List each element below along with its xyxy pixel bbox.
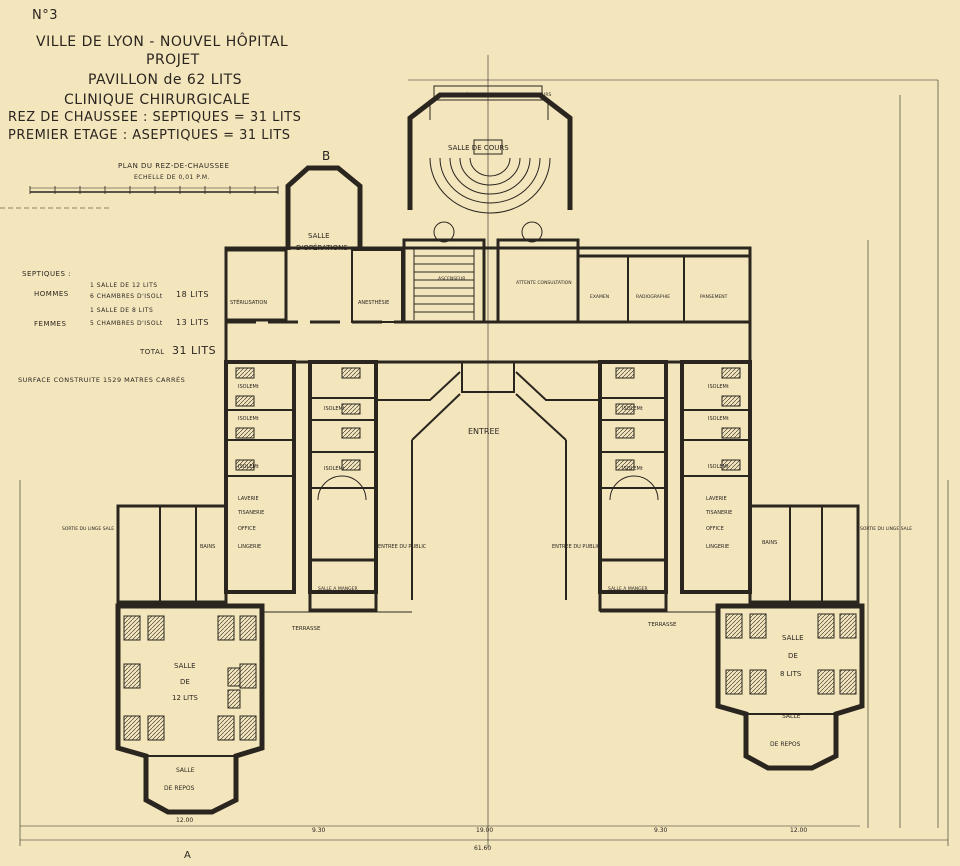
label-sortie-linge-left: SORTIE DU LINGE SALE bbox=[62, 526, 114, 532]
entrance-porch bbox=[411, 361, 567, 600]
label-repos-left-2: DE REPOS bbox=[164, 785, 195, 792]
label-isolement-2: ISOLEMt bbox=[238, 416, 259, 422]
dimension-lines bbox=[19, 79, 949, 846]
label-isolement-7: ISOLEMt bbox=[708, 416, 729, 422]
label-salle12-3: 12 LITS bbox=[172, 694, 198, 702]
legend-femmes: FEMMES bbox=[34, 320, 67, 328]
label-terrasse-right: TERRASSE bbox=[647, 622, 677, 628]
scale-caption: ECHELLE DE 0,01 P.M. bbox=[134, 174, 210, 181]
label-tisanerie-right: TISANERIE bbox=[705, 510, 732, 516]
label-examen: EXAMEN bbox=[590, 294, 609, 300]
label-terrasse-left: TERRASSE bbox=[291, 626, 321, 632]
legend-header: SEPTIQUES : bbox=[22, 270, 72, 278]
section-mark-a: A bbox=[184, 850, 191, 861]
scale-bar bbox=[29, 186, 279, 194]
label-salle12-2: DE bbox=[180, 678, 190, 686]
bottom-dimensions: 12.00 9.30 19.00 9.30 12.00 61.60 bbox=[176, 817, 807, 852]
legend-hommes: HOMMES bbox=[34, 290, 69, 298]
title-line-5: REZ DE CHAUSSEE : SEPTIQUES = 31 LITS bbox=[8, 110, 302, 125]
label-isolement-10: ISOLEMt bbox=[622, 466, 643, 472]
label-isolement-5: ISOLEMt bbox=[324, 466, 345, 472]
dim-seg-3: 19.00 bbox=[476, 827, 493, 834]
label-salle8-3: 8 LITS bbox=[780, 670, 802, 678]
dim-seg-4: 9.30 bbox=[654, 827, 668, 834]
legend-hommes-row1: 1 SALLE DE 12 LITS bbox=[90, 282, 158, 289]
legend-femmes-total: 13 LITS bbox=[176, 318, 210, 327]
label-salle-operations-1: SALLE bbox=[308, 232, 330, 240]
label-isolement-4: ISOLEMt bbox=[324, 406, 345, 412]
label-lingerie-right: LINGERIE bbox=[706, 544, 729, 550]
label-pansement: PANSEMENT bbox=[700, 294, 728, 300]
sheet-number: N°3 bbox=[32, 8, 58, 23]
label-entree-public-right: ENTREE DU PUBLIC bbox=[552, 544, 601, 550]
legend-hommes-total: 18 LITS bbox=[176, 290, 210, 299]
left-service-block bbox=[116, 504, 378, 612]
title-line-4: CLINIQUE CHIRURGICALE bbox=[64, 92, 251, 108]
label-lavabos: LAVABOS DÉPENDANCES DE LA SALLE DE COURS bbox=[440, 90, 551, 98]
ward-12-bed-icons bbox=[123, 615, 257, 741]
label-tisanerie-left: TISANERIE bbox=[237, 510, 264, 516]
label-sterilisation: STÉRILISATION bbox=[230, 298, 267, 306]
label-salle-operations-2: D'OPÉRATIONS bbox=[296, 243, 348, 252]
label-laverie-left: LAVERIE bbox=[238, 496, 259, 502]
label-repos-right-1: SALLE bbox=[782, 713, 801, 720]
label-manger-left: SALLE A MANGER bbox=[318, 586, 358, 592]
right-service-block bbox=[598, 504, 860, 612]
legend-surface: SURFACE CONSTRUITE 1529 MATRES CARRÉS bbox=[18, 376, 186, 384]
label-isolement-8: ISOLEMt bbox=[708, 464, 729, 470]
ward-8-beds bbox=[715, 603, 865, 771]
title-line-6: PREMIER ETAGE : ASEPTIQUES = 31 LITS bbox=[8, 128, 291, 143]
label-repos-right-2: DE REPOS bbox=[770, 741, 801, 748]
label-bains-right: BAINS bbox=[762, 540, 777, 546]
dim-seg-5: 12.00 bbox=[790, 827, 807, 834]
left-wing bbox=[224, 360, 461, 594]
label-entree-public-left: ENTREE DU PUBLIC bbox=[378, 544, 427, 550]
legend-total-value: 31 LITS bbox=[172, 344, 217, 357]
right-wing bbox=[515, 360, 752, 594]
label-salle8-1: SALLE bbox=[782, 634, 804, 642]
dim-seg-1: 12.00 bbox=[176, 817, 193, 824]
label-isolement-3: ISOLEMt bbox=[238, 464, 259, 470]
legend-femmes-row1: 1 SALLE DE 8 LITS bbox=[90, 307, 154, 314]
title-line-1: VILLE DE LYON - NOUVEL HÔPITAL bbox=[36, 34, 289, 50]
plan-caption: PLAN DU REZ-DE-CHAUSSEE bbox=[118, 162, 230, 170]
label-isolement-1: ISOLEMt bbox=[238, 384, 259, 390]
label-entree: ENTREE bbox=[468, 427, 500, 436]
label-office-right: OFFICE bbox=[706, 526, 724, 532]
label-office-left: OFFICE bbox=[238, 526, 256, 532]
label-anesthesie: ANESTHÉSIE bbox=[358, 298, 389, 306]
title-line-2: PROJET bbox=[146, 52, 200, 68]
label-isolement-9: ISOLEMt bbox=[622, 406, 643, 412]
label-lingerie-left: LINGERIE bbox=[238, 544, 261, 550]
legend-hommes-row2: 6 CHAMBRES D'ISOLt bbox=[90, 293, 163, 300]
ward-12-beds bbox=[115, 603, 265, 815]
isolation-beds bbox=[235, 367, 741, 471]
lecture-hall bbox=[407, 85, 573, 243]
legend-femmes-row2: 5 CHAMBRES D'ISOLt bbox=[90, 320, 163, 327]
label-repos-left-1: SALLE bbox=[176, 767, 195, 774]
label-attente: ATTENTE CONSULTATION bbox=[516, 280, 572, 286]
section-mark-b: B bbox=[322, 149, 330, 163]
label-manger-right: SALLE A MANGER bbox=[608, 586, 648, 592]
ward-8-bed-icons bbox=[725, 613, 857, 695]
dim-seg-2: 9.30 bbox=[312, 827, 326, 834]
label-bains-left: BAINS bbox=[200, 544, 215, 550]
dim-overall: 61.60 bbox=[474, 845, 491, 852]
label-radiographie: RADIOGRAPHIE bbox=[636, 294, 670, 300]
room-labels: SALLE DE COURS LAVABOS DÉPENDANCES DE LA… bbox=[62, 90, 912, 792]
title-line-3: PAVILLON de 62 LITS bbox=[88, 72, 243, 88]
label-ascenseur: ASCENSEUR bbox=[438, 276, 465, 282]
label-sortie-linge-right: SORTIE DU LINGE SALE bbox=[860, 526, 912, 532]
label-salle-de-cours: SALLE DE COURS bbox=[448, 144, 509, 152]
label-salle12-1: SALLE bbox=[174, 662, 196, 670]
label-salle8-2: DE bbox=[788, 652, 798, 660]
label-isolement-6: ISOLEMt bbox=[708, 384, 729, 390]
label-laverie-right: LAVERIE bbox=[706, 496, 727, 502]
legend-total-label: TOTAL bbox=[140, 348, 165, 356]
